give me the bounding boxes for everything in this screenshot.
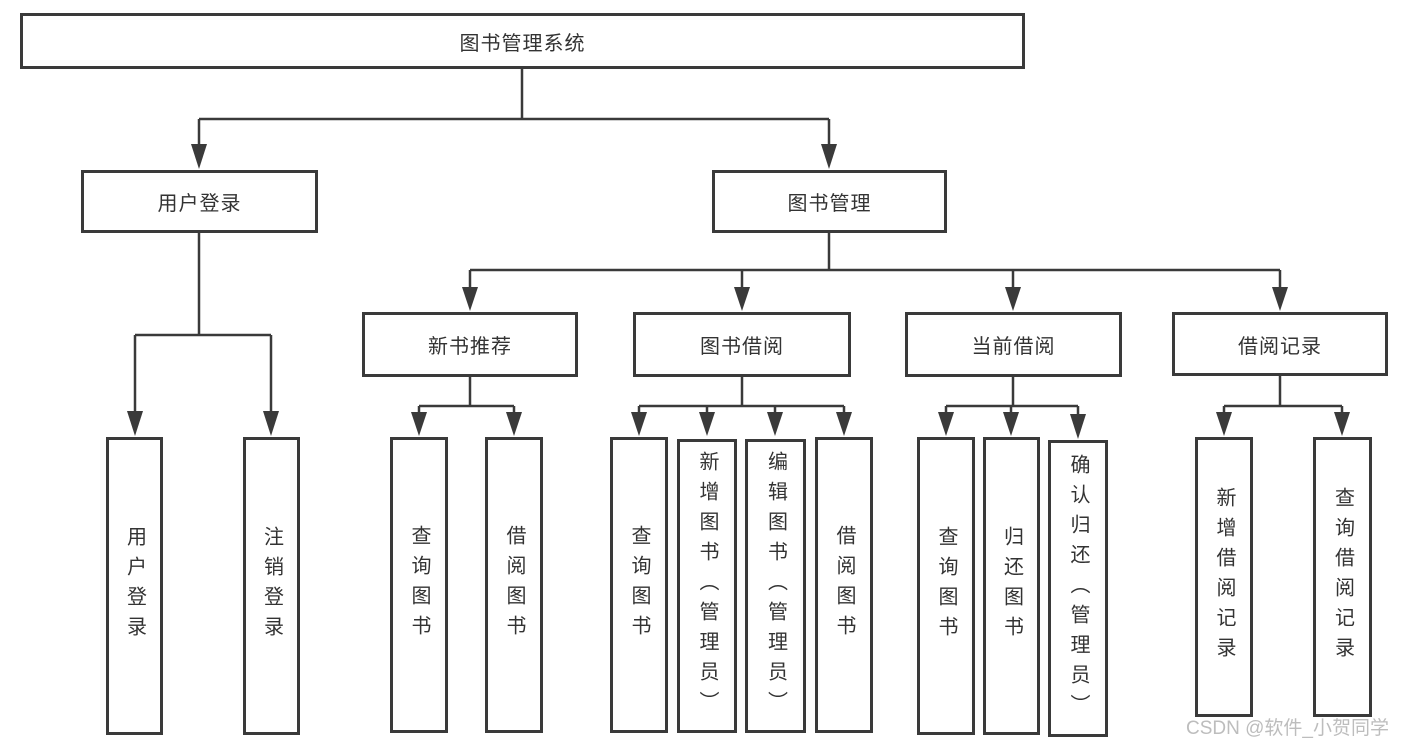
leaf-newbook-borrow-books-label: 借阅图书 xyxy=(503,525,525,645)
node-borrow-records: 借阅记录 xyxy=(1172,312,1388,376)
connector-records-to-leaves xyxy=(1222,376,1344,414)
csdn-watermark: CSDN @软件_小贺同学 xyxy=(1186,718,1389,739)
arrowheads-currentborrow-to-leaves xyxy=(938,412,1086,439)
node-new-book-recommend-label: 新书推荐 xyxy=(428,336,512,358)
node-current-borrow: 当前借阅 xyxy=(905,312,1122,377)
node-current-borrow-label: 当前借阅 xyxy=(971,336,1056,358)
arrowheads-root-to-level1 xyxy=(191,144,837,169)
node-book-borrow: 图书借阅 xyxy=(633,312,851,377)
leaf-return-books-label: 归还图书 xyxy=(1000,526,1023,646)
leaf-return-books: 归还图书 xyxy=(983,437,1040,735)
leaf-add-borrow-record: 新增借阅记录 xyxy=(1195,437,1253,717)
leaf-borrow-query-books: 查询图书 xyxy=(610,437,668,733)
leaf-add-books-admin-label: 新增图书（管理员） xyxy=(696,451,718,721)
leaf-current-query-books: 查询图书 xyxy=(917,437,975,735)
leaf-add-books-admin: 新增图书（管理员） xyxy=(677,439,737,733)
node-root-system: 图书管理系统 xyxy=(20,13,1025,69)
leaf-logout-label: 注销登录 xyxy=(260,526,283,646)
leaf-confirm-return-admin-label: 确认归还（管理员） xyxy=(1067,453,1089,724)
node-user-login: 用户登录 xyxy=(81,170,318,233)
node-root-system-label: 图书管理系统 xyxy=(459,32,586,55)
leaf-logout: 注销登录 xyxy=(243,437,300,735)
connector-newbook-to-leaves xyxy=(417,377,516,414)
leaf-edit-books-admin-label: 编辑图书（管理员） xyxy=(764,451,787,721)
node-book-borrow-label: 图书借阅 xyxy=(700,336,784,358)
leaf-confirm-return-admin: 确认归还（管理员） xyxy=(1048,440,1108,737)
connector-bookmgmt-to-level2 xyxy=(468,233,1282,290)
arrowheads-userlogin-to-leaves xyxy=(127,411,279,436)
leaf-borrow-borrow-books-label: 借阅图书 xyxy=(833,525,855,645)
leaf-query-borrow-record: 查询借阅记录 xyxy=(1313,437,1372,717)
arrowheads-newbook-to-leaves xyxy=(411,412,522,436)
node-book-management-label: 图书管理 xyxy=(787,193,872,215)
node-borrow-records-label: 借阅记录 xyxy=(1238,335,1322,358)
node-user-login-label: 用户登录 xyxy=(157,193,242,215)
leaf-borrow-borrow-books: 借阅图书 xyxy=(815,437,873,733)
leaf-newbook-borrow-books: 借阅图书 xyxy=(485,437,543,733)
node-book-management: 图书管理 xyxy=(712,170,947,233)
connector-bookborrow-to-leaves xyxy=(637,377,846,414)
node-new-book-recommend: 新书推荐 xyxy=(362,312,578,377)
arrowheads-bookborrow-to-leaves xyxy=(631,412,852,436)
connector-userlogin-to-leaves xyxy=(133,233,273,414)
connector-currentborrow-to-leaves xyxy=(944,377,1080,416)
leaf-newbook-query-books-label: 查询图书 xyxy=(408,525,430,645)
leaf-user-login: 用户登录 xyxy=(106,437,163,735)
leaf-current-query-books-label: 查询图书 xyxy=(935,526,957,646)
leaf-newbook-query-books: 查询图书 xyxy=(390,437,448,733)
leaf-query-borrow-record-label: 查询借阅记录 xyxy=(1331,487,1354,667)
arrowheads-records-to-leaves xyxy=(1216,412,1350,436)
leaf-borrow-query-books-label: 查询图书 xyxy=(628,525,650,645)
connector-root-to-level1 xyxy=(197,69,831,146)
leaf-add-borrow-record-label: 新增借阅记录 xyxy=(1213,487,1235,667)
arrowheads-bookmgmt-to-level2 xyxy=(462,287,1288,311)
leaf-user-login-label: 用户登录 xyxy=(123,526,146,646)
leaf-edit-books-admin: 编辑图书（管理员） xyxy=(745,439,806,733)
